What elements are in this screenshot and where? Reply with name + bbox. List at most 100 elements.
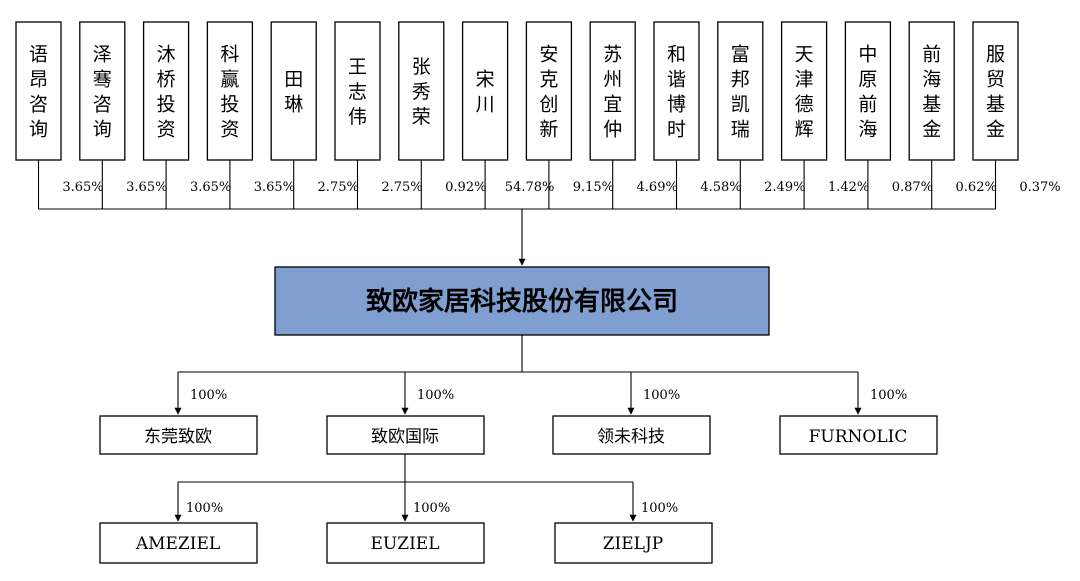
subsidiary-box	[99, 415, 258, 455]
second-level-box	[99, 522, 258, 564]
shareholder: 富邦凯瑞 2.49%	[717, 21, 805, 195]
subsidiary-box	[552, 415, 711, 455]
shareholder-box	[79, 21, 126, 161]
shareholder-pct: 3.65%	[62, 180, 103, 195]
shareholder-name: 科赢投资	[220, 44, 239, 141]
shareholder-pct: 54.78%	[505, 180, 555, 195]
main-company-name: 致欧家居科技股份有限公司	[366, 286, 678, 317]
shareholder-row: 语昂咨询 3.65% 泽骞咨询 3.65% 沐桥投资 3.65% 科赢投资 3.65% 田琳 2.…	[15, 21, 1061, 195]
subsidiary-connectors	[174, 335, 862, 415]
shareholder: 语昂咨询 3.65%	[15, 21, 104, 195]
shareholder-pct: 0.62%	[956, 180, 997, 195]
second-level-pct: 100%	[641, 501, 678, 516]
shareholder-pct: 9.15%	[573, 180, 614, 195]
shareholder-box	[780, 21, 828, 161]
subsidiary-name: 领未科技	[597, 427, 665, 447]
shareholder-name: 王志伟	[348, 56, 367, 128]
shareholder-pct: 2.75%	[318, 180, 359, 195]
shareholder-pct: 2.49%	[764, 180, 805, 195]
shareholder-name: 天津德辉	[795, 44, 814, 141]
shareholder-name: 服贸基金	[986, 44, 1005, 141]
subsidiary-name: 东莞致欧	[144, 427, 212, 447]
main-company: 致欧家居科技股份有限公司	[274, 266, 770, 336]
subsidiary-box	[779, 415, 938, 455]
second-level-name: AMEZIEL	[135, 534, 220, 554]
shareholder: 苏州宜仲 4.69%	[589, 21, 678, 195]
subsidiary-pct: 100%	[190, 388, 227, 403]
shareholder: 泽骞咨询 3.65%	[79, 21, 167, 195]
shareholder-name: 沐桥投资	[157, 44, 176, 141]
subsidiary: 100% 领未科技	[552, 388, 711, 455]
shareholder: 田琳 2.75%	[270, 21, 359, 195]
shareholder-pct: 3.65%	[126, 180, 167, 195]
shareholder: 科赢投资 3.65%	[206, 21, 295, 195]
shareholder-name: 张秀荣	[412, 56, 431, 128]
subsidiary: 100% 东莞致欧	[99, 388, 258, 455]
shareholder-pct: 2.75%	[381, 180, 422, 195]
shareholder-box	[15, 21, 62, 161]
shareholder-box	[142, 21, 190, 161]
second-level-name: EUZIEL	[371, 534, 440, 554]
shareholder: 宋川 54.78%	[461, 21, 555, 195]
shareholder-pct: 3.65%	[254, 180, 295, 195]
shareholder-name: 语昂咨询	[29, 44, 48, 141]
subsidiary-pct: 100%	[870, 388, 907, 403]
shareholder-name: 泽骞咨询	[93, 44, 112, 141]
shareholder-pct: 4.69%	[637, 180, 678, 195]
second-level-subsidiary: 100% AMEZIEL	[99, 501, 258, 564]
shareholder-box	[525, 21, 573, 161]
shareholder: 张秀荣 0.92%	[398, 21, 486, 195]
second-level-box	[326, 522, 485, 564]
shareholder-name: 安克创新	[539, 44, 558, 141]
shareholder-box	[270, 21, 317, 161]
second-level-subsidiary: 100% EUZIEL	[326, 501, 485, 564]
shareholder-box	[461, 21, 509, 161]
shareholder-name: 宋川	[476, 69, 495, 116]
shareholder-box	[653, 21, 700, 161]
shareholder: 天津德辉 1.42%	[780, 21, 869, 195]
subsidiary: 100% 致欧国际	[326, 388, 485, 455]
shareholder: 王志伟 2.75%	[334, 21, 423, 195]
shareholder-box	[908, 21, 955, 161]
shareholder: 安克创新 9.15%	[525, 21, 614, 195]
subsidiary-name: FURNOLIC	[809, 427, 908, 447]
second-level-connectors	[174, 454, 637, 522]
shareholder: 沐桥投资 3.65%	[142, 21, 231, 195]
shareholder: 服贸基金 0.37%	[972, 21, 1061, 195]
subsidiary-box	[326, 415, 485, 455]
shareholder-box	[398, 21, 445, 161]
subsidiary-pct: 100%	[643, 388, 680, 403]
subsidiary-row: 100% 东莞致欧 100% 致欧国际 100% 领未科技 100% FURNOLIC	[99, 388, 938, 455]
shareholder-name: 田琳	[284, 69, 303, 116]
shareholder-box	[334, 21, 381, 161]
shareholder-name: 中原前海	[858, 44, 877, 141]
shareholder: 中原前海 0.87%	[844, 21, 933, 195]
shareholder-box	[206, 21, 254, 161]
second-level-box	[554, 522, 713, 564]
shareholder-box	[972, 21, 1019, 161]
shareholder: 前海基金 0.62%	[908, 21, 997, 195]
shareholder-box	[717, 21, 764, 161]
shareholder-pct: 0.87%	[892, 180, 933, 195]
shareholder: 和谐博时 4.58%	[653, 21, 742, 195]
subsidiary-pct: 100%	[417, 388, 454, 403]
shareholder-box	[844, 21, 892, 161]
second-level-subsidiary: 100% ZIELJP	[554, 501, 713, 564]
shareholder-pct: 0.37%	[1019, 180, 1060, 195]
second-level-row: 100% AMEZIEL 100% EUZIEL 100% ZIELJP	[99, 501, 713, 564]
shareholder-box	[589, 21, 636, 161]
shareholder-name: 和谐博时	[667, 44, 686, 141]
shareholder-pct: 3.65%	[190, 180, 231, 195]
shareholder-pct: 0.92%	[445, 180, 486, 195]
shareholder-name: 苏州宜仲	[603, 44, 622, 141]
shareholder-pct: 1.42%	[828, 180, 869, 195]
shareholder-pct: 4.58%	[700, 180, 741, 195]
shareholder-name: 富邦凯瑞	[731, 44, 750, 141]
second-level-pct: 100%	[413, 501, 450, 516]
shareholder-name: 前海基金	[922, 44, 941, 141]
second-level-pct: 100%	[186, 501, 223, 516]
subsidiary: 100% FURNOLIC	[779, 388, 938, 455]
subsidiary-name: 致欧国际	[371, 427, 439, 447]
second-level-name: ZIELJP	[603, 534, 663, 554]
